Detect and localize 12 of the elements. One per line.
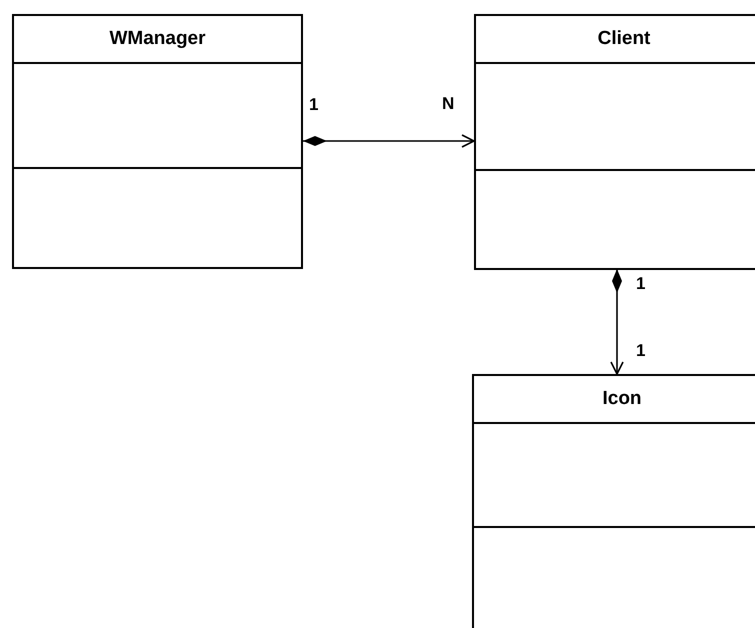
- class-name: Client: [598, 28, 650, 50]
- class-name: WManager: [109, 28, 206, 50]
- multiplicity-label: 1: [309, 95, 318, 115]
- multiplicity-label: 1: [636, 341, 646, 361]
- class-box: [472, 374, 755, 628]
- multiplicity-label: N: [442, 94, 454, 114]
- composition-arrow: [610, 269, 624, 375]
- class-name: Icon: [602, 388, 642, 410]
- class-box: [12, 14, 303, 269]
- multiplicity-label: 1: [636, 274, 646, 294]
- composition-arrow: [303, 134, 475, 148]
- class-box: [474, 14, 755, 270]
